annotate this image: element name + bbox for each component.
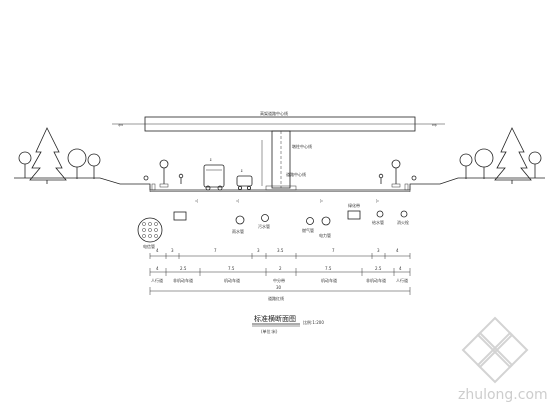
rain-pipe-label: 雨水管 (232, 228, 244, 234)
pier: 墩柱中心线 道路中心线 (261, 130, 312, 189)
duct-icon (173, 211, 187, 221)
car-icon (236, 175, 253, 187)
upper-dim-5: 3.5 (277, 248, 284, 253)
conifer-tree-icon (29, 127, 67, 181)
lower-dim-4: 2 (279, 266, 282, 271)
street-tree-icon (159, 159, 169, 169)
svg-text:◁: ◁ (235, 198, 239, 203)
lower-label-2: 非机动车道 (173, 277, 193, 283)
lower-label-3: 机动车道 (224, 277, 240, 283)
drawing-title-block: 标准横断面图 (单位:米) 比例:1:200 (252, 314, 324, 334)
rain-pipe-icon (235, 215, 245, 225)
drawing-subtitle: (单位:米) (261, 328, 278, 334)
tree-icon (528, 151, 542, 165)
lower-dim-2: 2.5 (180, 266, 187, 271)
road-surface (14, 177, 545, 192)
upper-dim-1: 4 (156, 248, 159, 253)
right-tree-group (391, 127, 542, 188)
bus-icon (203, 164, 225, 188)
left-tree-group (18, 127, 169, 188)
street-tree-icon (391, 159, 401, 169)
lower-dim-1: 4 (156, 266, 159, 271)
svg-text:◁: ◁ (194, 198, 198, 203)
pedestrian-icon (378, 173, 384, 179)
bridge-label: 高架道路中心线 (260, 110, 288, 116)
viaduct-deck: ⇦ ⇨ 高架道路中心线 (112, 110, 445, 132)
lane-markers: ◁ ◁ ▷ ▷ 绿化带 (194, 198, 380, 208)
tree-icon (87, 153, 101, 167)
gas-pipe-label: 燃气管 (302, 227, 314, 233)
conifer-tree-icon (494, 127, 532, 181)
lower-label-4: 中分带 (273, 277, 285, 283)
upper-dim-3: 7 (214, 248, 217, 253)
upper-dim-7: 3 (377, 248, 380, 253)
svg-text:⇓: ⇓ (209, 157, 212, 162)
hydrant-icon (400, 210, 408, 218)
left-direction-arrow: ⇦ (118, 122, 123, 129)
tree-icon (459, 153, 473, 167)
total-dim-value: 30 (276, 285, 282, 290)
water-pipe-icon (376, 210, 384, 218)
lower-dimension-chain: 4 2.5 7.5 2 7.5 2.5 4 人行道 非机动车道 机动车道 中分带… (149, 266, 411, 283)
power-pipe-label: 电力管 (319, 232, 331, 238)
duct-icon (347, 210, 361, 220)
pedestrians (143, 173, 417, 184)
lower-label-6: 非机动车道 (366, 277, 386, 283)
power-pipe-icon (321, 216, 331, 226)
lower-dim-5: 7.5 (325, 266, 332, 271)
svg-text:▷: ▷ (320, 198, 324, 203)
total-dimension: 30 道路红线 (149, 285, 411, 301)
gas-pipe-icon (306, 217, 314, 225)
hydrant-label: 消火栓 (397, 219, 409, 225)
upper-dim-8: 4 (396, 248, 399, 253)
tree-icon (67, 148, 87, 168)
pier-label: 墩柱中心线 (292, 143, 312, 149)
cyclist-icon (143, 175, 149, 181)
svg-text:⇓: ⇓ (240, 168, 243, 173)
lower-dim-7: 4 (399, 266, 402, 271)
lower-dim-6: 2.5 (375, 266, 382, 271)
upper-dim-2: 3 (171, 248, 174, 253)
right-direction-arrow: ⇨ (432, 122, 437, 129)
road-center-label: 道路中心线 (286, 171, 306, 177)
cyclist-icon (411, 175, 417, 181)
water-pipe-label: 给水管 (372, 219, 384, 225)
watermark: zhulong.com (458, 316, 548, 403)
lower-label-7: 人行道 (396, 277, 408, 283)
lower-dim-3: 7.5 (228, 266, 235, 271)
lower-label-1: 人行道 (151, 277, 163, 283)
svg-text:▷: ▷ (376, 198, 380, 203)
upper-dim-4: 3 (257, 248, 260, 253)
total-dim-label: 道路红线 (268, 295, 284, 301)
tree-icon (18, 151, 32, 165)
sewer-pipe-icon (261, 214, 269, 222)
vehicles: ⇓ ⇓ (203, 157, 253, 191)
drawing-title: 标准横断面图 (254, 314, 296, 323)
lower-label-5: 机动车道 (321, 277, 337, 283)
upper-dim-6: 7 (332, 248, 335, 253)
sewer-pipe-label: 污水管 (258, 223, 270, 229)
watermark-text: zhulong.com (458, 387, 548, 403)
green-strip-label: 绿化带 (348, 202, 360, 208)
pipe-bundle-icon (137, 217, 163, 243)
scale-note: 比例:1:200 (303, 319, 324, 325)
pedestrian-icon (178, 173, 184, 179)
upper-dimension-chain: 4 3 7 3 3.5 7 3 4 (149, 248, 411, 259)
tree-icon (474, 148, 494, 168)
utilities: 电信管 雨水管 污水管 燃气管 电力管 给水管 消火栓 (137, 210, 409, 249)
pipe-bundle-label: 电信管 (143, 243, 155, 249)
